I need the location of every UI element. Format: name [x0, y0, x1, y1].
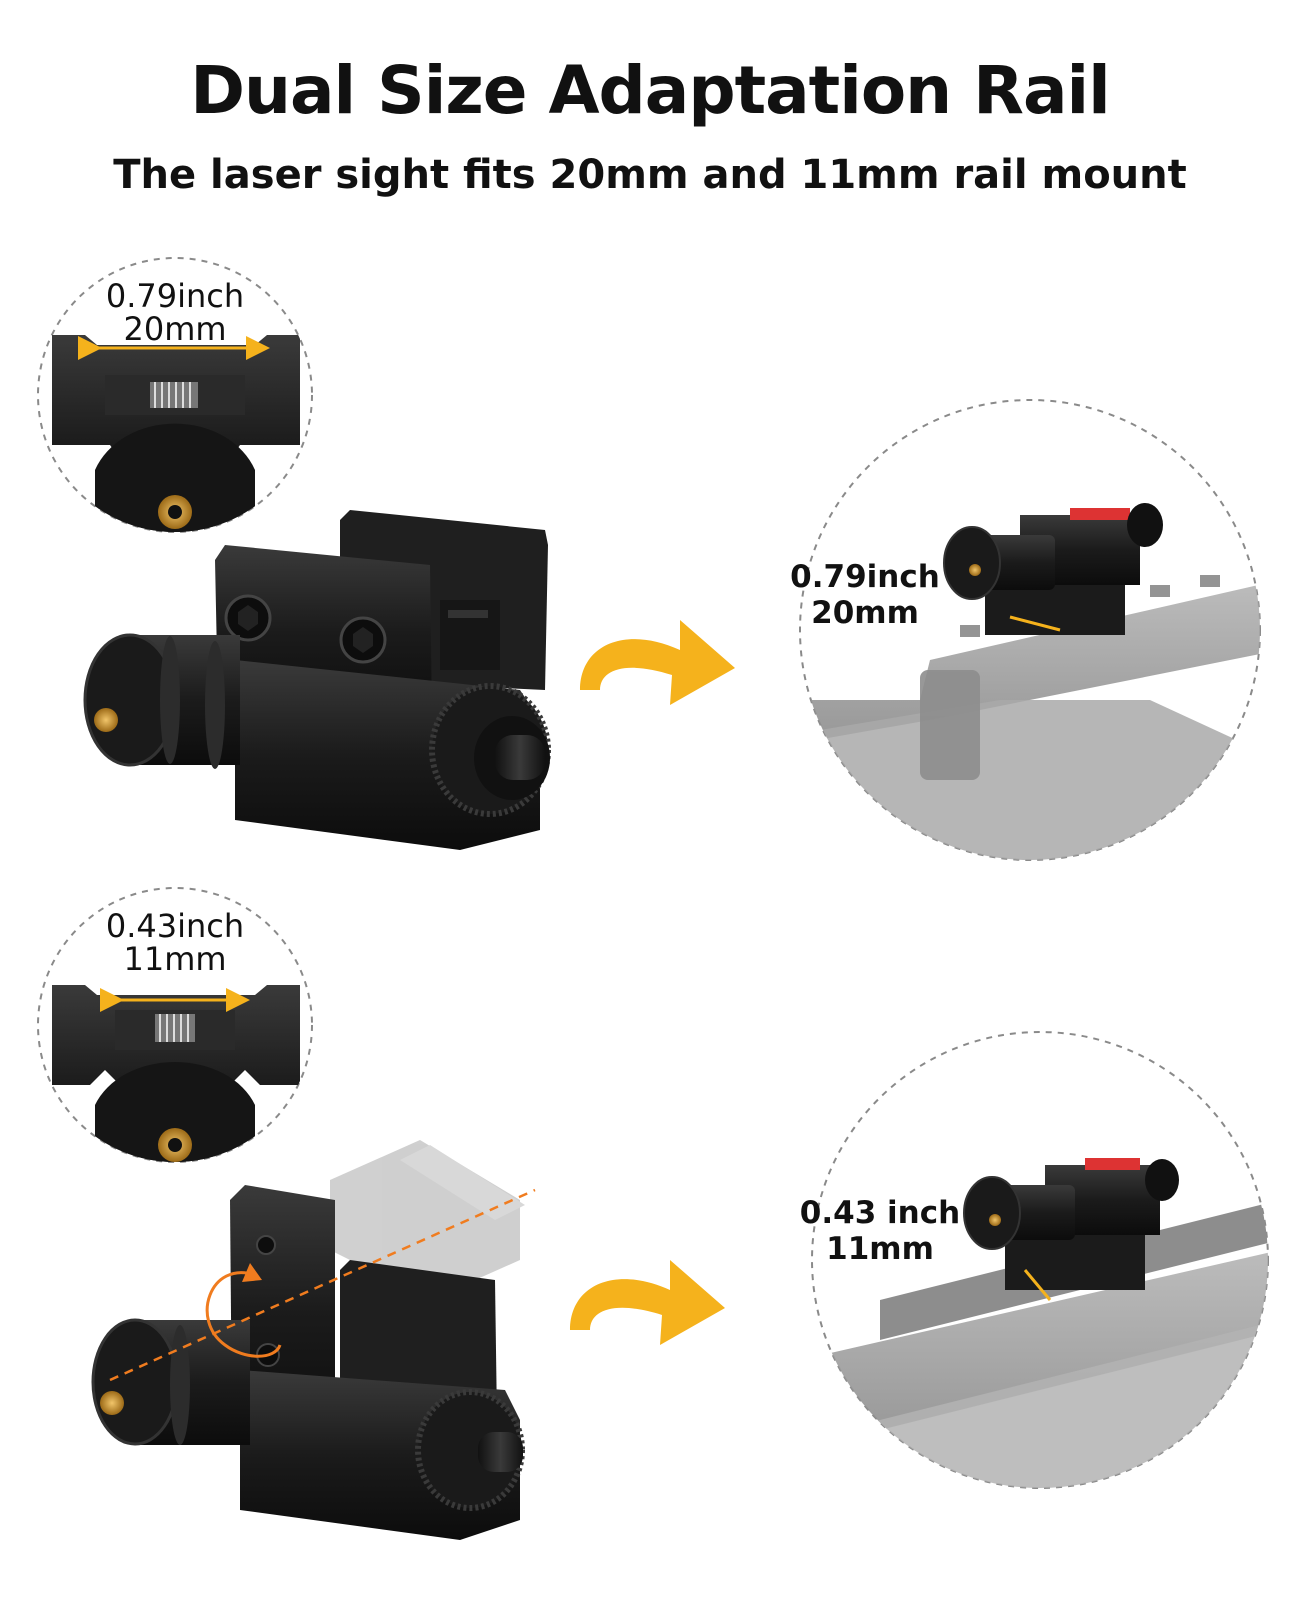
laser-sight-11mm-product [91, 1140, 536, 1540]
mounted-11mm-circle [811, 1031, 1269, 1489]
detail-20mm-mm-label: 20mm [123, 310, 227, 348]
laser-sight-20mm-product [83, 510, 551, 850]
mounted-11mm-inch-label: 0.43 inch [799, 1195, 961, 1231]
detail-11mm-mm-label: 11mm [123, 940, 227, 978]
page-title: Dual Size Adaptation Rail [190, 52, 1111, 129]
detail-20mm-inch-label: 0.79inch [105, 277, 245, 315]
mounted-20mm-inch-label: 0.79inch [790, 559, 940, 595]
page-subtitle: The laser sight fits 20mm and 11mm rail … [113, 152, 1187, 198]
arrow-1 [580, 620, 735, 705]
detail-11mm-inch-label: 0.43inch [105, 907, 245, 945]
rail-20mm-detail-circle [37, 257, 313, 533]
mounted-11mm-mm-label: 11mm [826, 1231, 934, 1267]
arrow-2 [570, 1260, 725, 1345]
mounted-20mm-circle [799, 399, 1261, 861]
mounted-20mm-mm-label: 20mm [811, 595, 919, 631]
